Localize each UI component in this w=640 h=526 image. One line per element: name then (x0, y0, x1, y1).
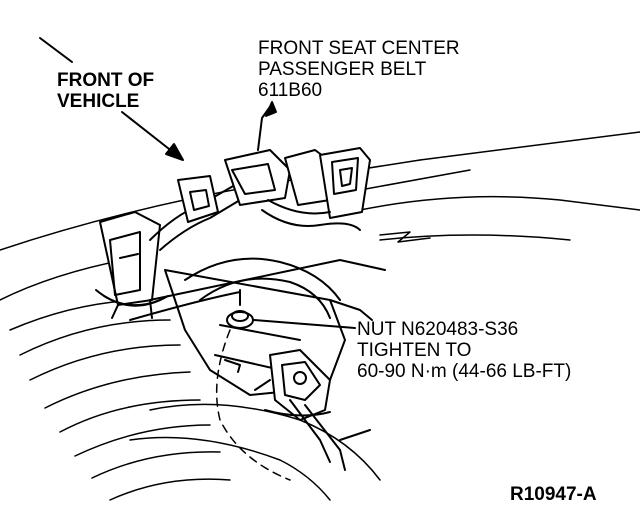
front-of-vehicle-line-2: VEHICLE (57, 91, 140, 112)
lower-anchor (254, 349, 371, 471)
front-of-vehicle-label: FRONT OF VEHICLE (57, 70, 154, 112)
belt-callout: FRONT SEAT CENTER PASSENGER BELT 611B60 (258, 38, 460, 101)
nut-callout: NUT N620483-S36 TIGHTEN TO 60-90 N·m (44… (357, 319, 571, 382)
hidden-edge-dashed (215, 329, 291, 481)
nut-callout-line-2: TIGHTEN TO (357, 340, 472, 361)
nut-callout-line-1: NUT N620483-S36 (357, 319, 519, 340)
nut-callout-line-3: 60-90 N·m (44-66 LB-FT) (357, 361, 572, 382)
figure-id: R10947-A (510, 484, 597, 505)
front-direction-arrow (39, 37, 184, 161)
belt-callout-line-2: PASSENGER BELT (258, 59, 427, 80)
anchor-nut (226, 289, 356, 329)
right-buckle (261, 147, 371, 231)
belt-callout-line-3: 611B60 (258, 80, 323, 101)
belt-webbing (149, 101, 291, 251)
left-buckle (95, 211, 169, 319)
front-of-vehicle-line-1: FRONT OF (57, 70, 155, 91)
belt-callout-line-1: FRONT SEAT CENTER (258, 38, 460, 59)
